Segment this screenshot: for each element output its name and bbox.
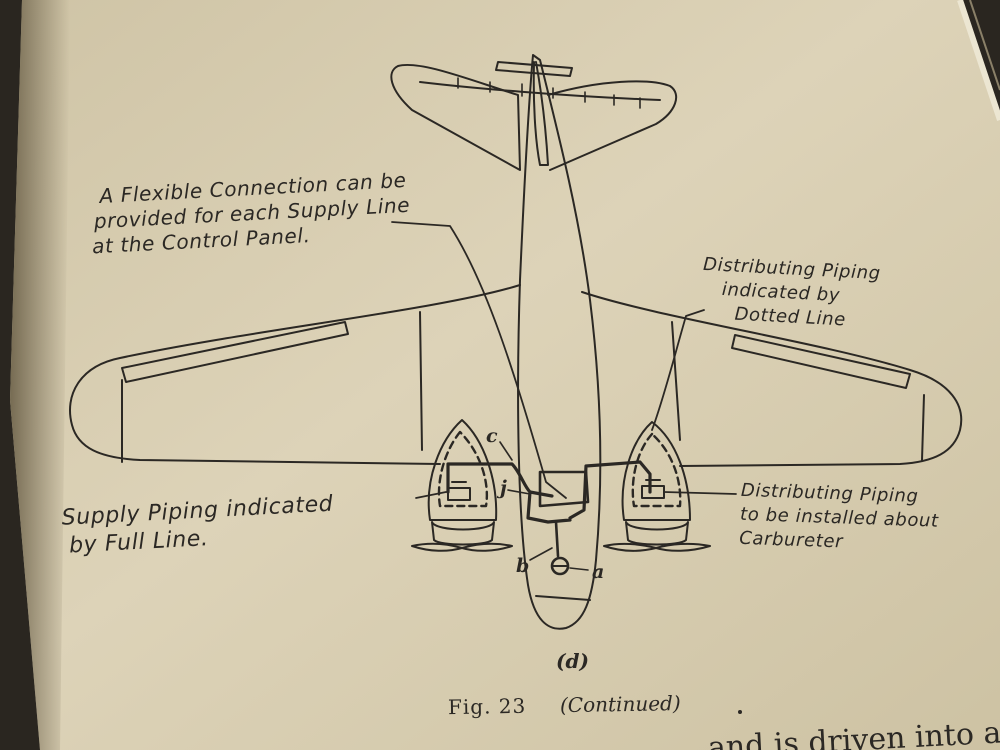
figure-caption-continued: (Continued) <box>560 691 681 717</box>
page-gutter-shade <box>10 0 70 750</box>
left-cowl <box>431 521 495 546</box>
caption-dot <box>738 710 742 714</box>
airplane-diagram <box>69 54 963 630</box>
leader-flexible-connection <box>391 221 567 499</box>
part-letter-c: c <box>486 425 498 447</box>
vertical-fin <box>532 61 549 166</box>
elevator-ribs <box>457 77 641 109</box>
left-nacelle <box>427 419 498 521</box>
figure-caption-number: Fig. 23 <box>448 694 527 719</box>
right-carburetor <box>641 479 665 499</box>
left-propeller <box>411 542 513 552</box>
leader-a <box>569 567 589 571</box>
part-letter-j: j <box>496 477 507 499</box>
right-nacelle <box>621 421 691 521</box>
page-edge-right <box>957 0 1000 121</box>
tail-tab <box>495 61 573 77</box>
leader-j <box>507 489 531 495</box>
callout-carb-line-3: Carbureter <box>739 528 845 553</box>
leader-distributing-carburetor <box>663 491 737 495</box>
paper-page <box>10 0 1000 750</box>
leader-distributing-dotted <box>651 309 705 431</box>
page-edge-stack <box>969 0 1000 91</box>
supply-piping-full-line <box>446 460 652 524</box>
right-wing-flap <box>731 334 911 389</box>
right-nacelle-dotted-piping <box>631 432 682 508</box>
right-cowl <box>625 521 689 546</box>
figure-caption: Fig. 23 (Continued) <box>448 691 681 719</box>
left-carburetor <box>447 481 471 501</box>
left-wing-flap <box>121 321 349 383</box>
leader-supply-full <box>415 491 447 499</box>
figure-sub-label: (d) <box>556 649 589 673</box>
control-panel-line <box>554 520 560 558</box>
part-letter-b: b <box>516 555 529 577</box>
horizontal-stabilizer <box>390 64 678 171</box>
leader-b <box>529 547 553 561</box>
left-nacelle-dotted-piping <box>437 430 488 508</box>
left-wing <box>69 284 521 465</box>
supply-piping-junction <box>538 470 590 508</box>
part-letter-a: a <box>592 561 604 583</box>
fuselage-panel-line <box>535 595 591 601</box>
right-wing-rib-inner <box>671 321 681 441</box>
right-wing-rib-outer <box>921 394 925 461</box>
fuselage <box>517 54 602 630</box>
leader-c <box>499 441 513 461</box>
left-wing-rib-inner <box>419 311 423 451</box>
right-propeller <box>603 542 711 552</box>
